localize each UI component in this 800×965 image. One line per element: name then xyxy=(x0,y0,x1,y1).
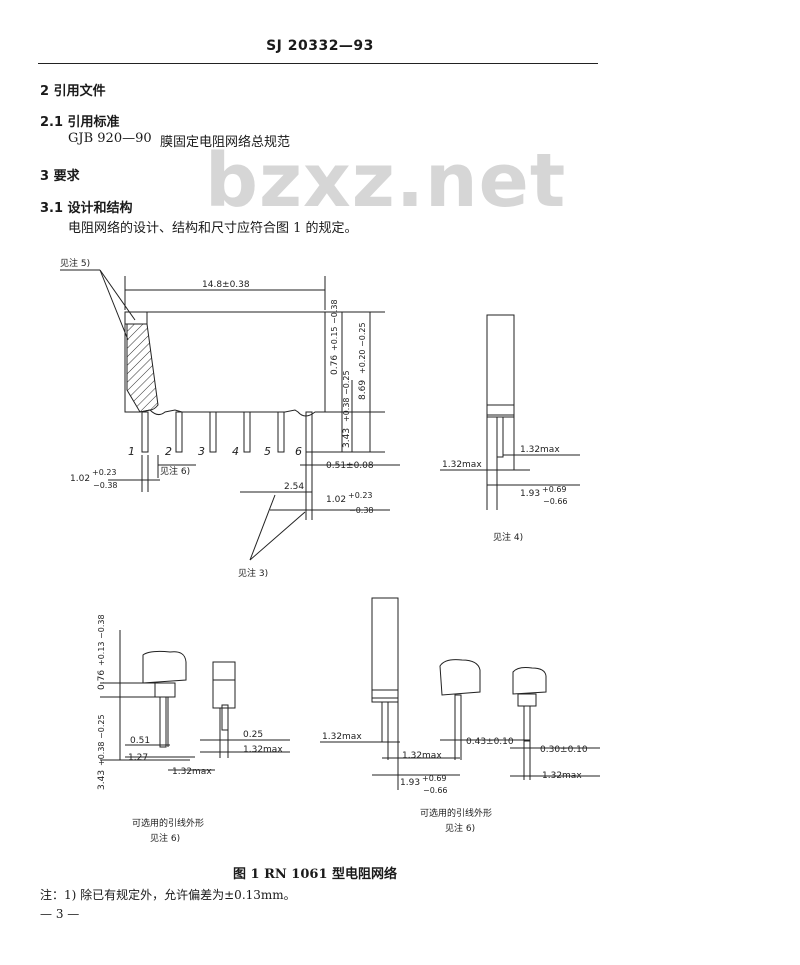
v-dim3: 3.43 xyxy=(342,428,352,448)
section-3-1-heading: 3.1 设计和结构 xyxy=(40,201,133,216)
main-vertical-labels: 0.76 +0.15 −0.38 8.69 +0.20 −0.25 3.43 +… xyxy=(330,299,368,448)
pin-number: 6 xyxy=(295,445,302,458)
dim-left-value: 1.02 xyxy=(70,474,90,484)
alt-right-dim-043: 0.43±0.10 xyxy=(466,737,514,747)
alt-right-dim-193-tol-plus: +0.69 xyxy=(422,774,447,783)
alt-left-v-dim1: 0.76 xyxy=(97,670,107,690)
alt-left-dim-132b: 1.32max xyxy=(243,745,283,755)
alt-left-dim-127: 1.27 xyxy=(128,753,148,763)
side-dim-c: 1.93 xyxy=(520,489,540,499)
pin-number: 2 xyxy=(165,445,172,458)
alt-left-v-dim2: 3.43 xyxy=(97,770,107,790)
dim-left-tol-minus: −0.38 xyxy=(93,481,118,490)
watermark: bzxz.net xyxy=(205,138,567,224)
section-2-1-heading: 2.1 引用标准 xyxy=(40,115,120,130)
pin-number: 5 xyxy=(264,445,271,458)
side-dim-b: 1.32max xyxy=(442,460,482,470)
main-view: 见注 5) 14.8±0.38 1 2 3 4 5 6 见注 6) xyxy=(60,257,400,579)
alt-left-caption: 可选用的引线外形 xyxy=(132,817,204,829)
note3-label: 见注 3) xyxy=(238,567,268,579)
alt-left-vertical-labels: 0.76 +0.13 −0.38 3.43 +0.38 −0.25 xyxy=(97,614,107,790)
pin-number: 1 xyxy=(128,445,135,458)
page-number: — 3 — xyxy=(40,907,80,921)
width-dimension: 14.8±0.38 xyxy=(202,280,250,290)
alt-lead-right: 1.32max 1.32max 1.93 +0.69 −0.66 0.43±0.… xyxy=(320,597,600,795)
pitch-dimension: 2.54 xyxy=(284,482,304,492)
v-dim1: 0.76 xyxy=(330,355,340,375)
dim-left-tol-plus: +0.23 xyxy=(92,468,117,477)
note5-label: 见注 5) xyxy=(60,257,90,269)
side-dim-c-tol-minus: −0.66 xyxy=(543,497,568,506)
alt-left-caption-note: 见注 6) xyxy=(150,832,180,844)
section-3-heading: 3 要求 xyxy=(40,169,80,184)
note6-label: 见注 6) xyxy=(160,465,190,477)
alt-right-dim-193: 1.93 xyxy=(400,778,420,788)
standard-number: SJ 20332—93 xyxy=(266,38,374,54)
side-dim-a: 1.32max xyxy=(520,445,560,455)
alt-right-dim-132b: 1.32max xyxy=(402,751,442,761)
alt-right-caption: 可选用的引线外形 xyxy=(420,807,492,819)
alt-left-v-dim2-tol: +0.38 −0.25 xyxy=(97,714,106,766)
reference-code: GJB 920—90 xyxy=(68,131,152,146)
alt-right-dim-132a: 1.32max xyxy=(322,732,362,742)
section-2-heading: 2 引用文件 xyxy=(40,84,106,99)
pin-width-dimension: 0.51±0.08 xyxy=(326,461,374,471)
v-dim1-tol: +0.15 −0.38 xyxy=(330,299,339,351)
figure-caption: 图 1 RN 1061 型电阻网络 xyxy=(233,867,398,882)
alt-right-dim-193-tol-minus: −0.66 xyxy=(423,786,448,795)
pin-number: 4 xyxy=(232,445,239,458)
pin-number: 3 xyxy=(198,445,205,458)
section-3-1-text: 电阻网络的设计、结构和尺寸应符合图 1 的规定。 xyxy=(68,221,358,236)
alt-right-caption-note: 见注 6) xyxy=(445,822,475,834)
dim-right-value: 1.02 xyxy=(326,495,346,505)
alt-left-v-dim1-tol: +0.13 −0.38 xyxy=(97,614,106,666)
note4-label: 见注 4) xyxy=(493,531,523,543)
dim-right-tol-plus: +0.23 xyxy=(348,491,373,500)
alt-right-dim-132c: 1.32max xyxy=(542,771,582,781)
alt-left-dim-051: 0.51 xyxy=(130,736,150,746)
v-dim2: 8.69 xyxy=(358,380,368,400)
side-dim-c-tol-plus: +0.69 xyxy=(542,485,567,494)
alt-lead-left: 0.51 1.27 1.32max 0.25 1.32max xyxy=(100,630,290,777)
reference-title: 膜固定电阻网络总规范 xyxy=(160,135,291,150)
v-dim3-tol: +0.38 −0.25 xyxy=(342,370,351,422)
v-dim2-tol: +0.20 −0.25 xyxy=(358,322,367,374)
header-rule xyxy=(38,63,598,64)
dim-right-tol-minus: −0.38 xyxy=(349,506,374,515)
note-1: 注：1) 除已有规定外，允许偏差为±0.13mm。 xyxy=(40,888,296,902)
side-view: 1.32max 1.32max 1.93 +0.69 −0.66 见注 4) xyxy=(440,314,580,543)
alt-left-dim-132: 1.32max xyxy=(172,767,212,777)
alt-left-dim-025: 0.25 xyxy=(243,730,263,740)
alt-right-dim-030: 0.30±0.10 xyxy=(540,745,588,755)
